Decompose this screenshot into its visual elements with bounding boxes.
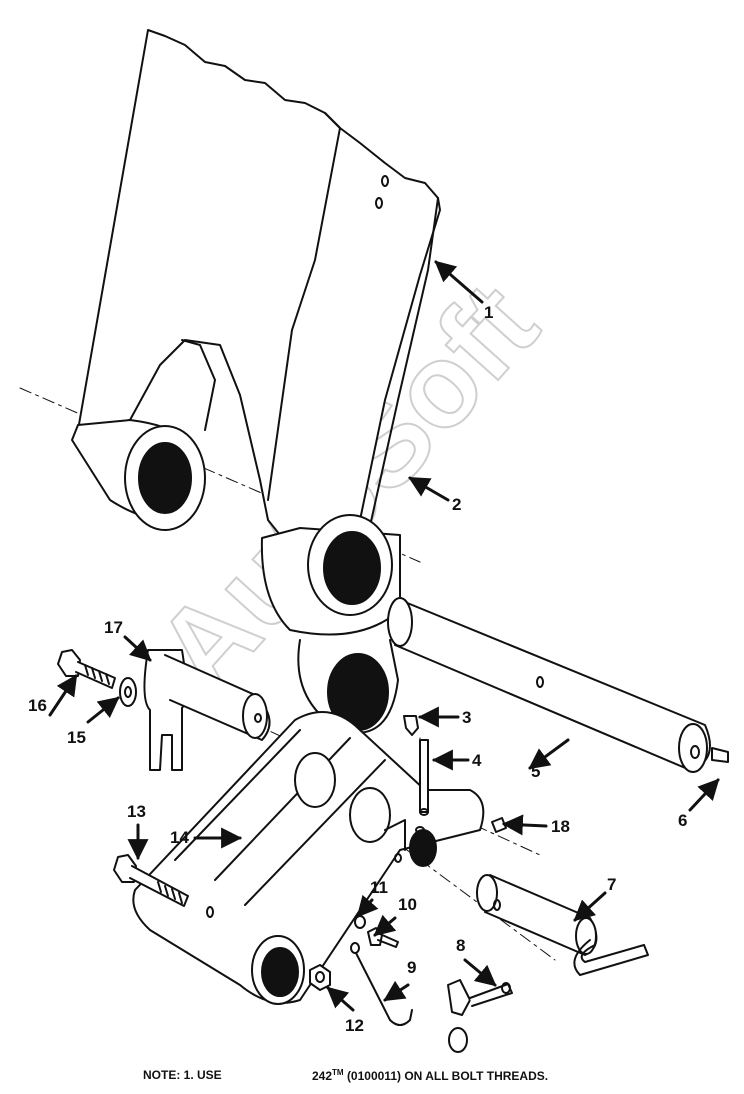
callout-7: 7: [607, 875, 616, 894]
note-product: 242TM (0100011) ON ALL BOLT THREADS.: [312, 1068, 548, 1083]
callout-10: 10: [398, 895, 417, 914]
lockwasher-11: [354, 915, 366, 929]
grease-fitting-6: [711, 747, 729, 763]
collar-pin-17: [143, 649, 271, 771]
footnote: NOTE: 1. USE 242TM (0100011) ON ALL BOLT…: [0, 1068, 744, 1088]
callout-17: 17: [104, 618, 123, 637]
washer-15: [119, 677, 137, 707]
callout-16: 16: [28, 696, 47, 715]
callout-13: 13: [127, 802, 146, 821]
callout-5: 5: [531, 762, 540, 781]
callout-11: 11: [370, 878, 388, 897]
note-suffix: (0100011) ON ALL BOLT THREADS.: [346, 1069, 549, 1083]
boom-arm: [77, 29, 441, 561]
callout-9: 9: [407, 958, 416, 977]
callout-1: 1: [484, 303, 493, 322]
swing-link-14: [132, 711, 485, 1005]
roll-pin-4: [415, 739, 429, 834]
boom-pivot-boss: [71, 419, 206, 531]
note-product-number: 242: [312, 1069, 333, 1083]
bolt-13: [113, 854, 189, 907]
callout-15: 15: [67, 728, 86, 747]
callout-8: 8: [456, 936, 465, 955]
bolt-16: [57, 649, 116, 689]
callout-labels: 1 2 3 4 5 6 7 8 9 10 11 12 13 14 15 16 1…: [28, 303, 687, 1035]
callout-3: 3: [462, 708, 471, 727]
callout-6: 6: [678, 811, 687, 830]
lynch-pin-8: [447, 979, 513, 1053]
lanyard-cable-9: [350, 942, 413, 1026]
callout-18: 18: [551, 817, 570, 836]
trademark-mark: TM: [332, 1068, 344, 1077]
nut-12: [309, 964, 331, 991]
exploded-parts-diagram: AutoSoft: [19, 29, 729, 1053]
grease-fitting-3: [403, 715, 419, 736]
callout-12: 12: [345, 1016, 364, 1035]
callout-arrows: [48, 260, 720, 1012]
callout-2: 2: [452, 495, 461, 514]
callout-14: 14: [170, 828, 189, 847]
long-pivot-pin: [387, 597, 711, 773]
boom-bracket: [260, 514, 401, 734]
screw-10: [367, 927, 399, 948]
handle-pin-7: [476, 874, 649, 976]
callout-4: 4: [472, 751, 482, 770]
note-prefix: NOTE: 1. USE: [143, 1068, 222, 1082]
